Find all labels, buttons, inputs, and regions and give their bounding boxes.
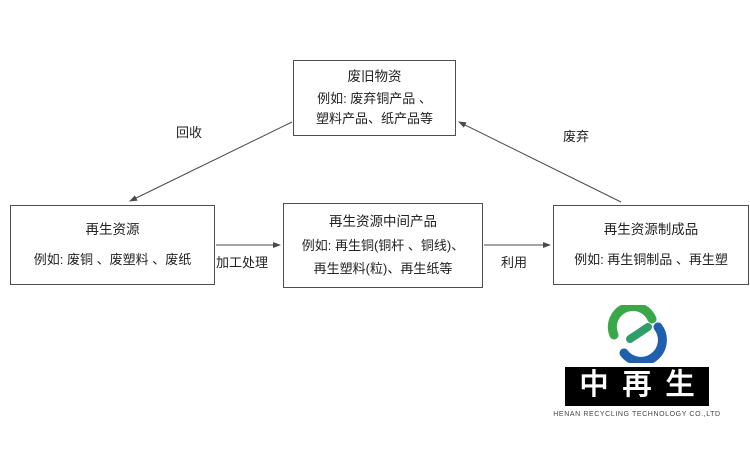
logo-subtitle: HENAN RECYCLING TECHNOLOGY CO.,LTD (553, 410, 721, 418)
box-renewable-resources: 再生资源 例如: 废铜 、废塑料 、废纸 (10, 205, 215, 285)
edge-label-use: 利用 (501, 255, 528, 270)
arrow-recycle (129, 121, 293, 202)
box-waste-materials: 废旧物资 例如: 废弃铜产品 、 塑料产品、纸产品等 (293, 60, 456, 136)
logo-wordmark: 中再生 (565, 367, 709, 406)
edge-label-process: 加工处理 (216, 255, 269, 270)
box-finished-line1: 例如: 再生铜制品 、再生塑 (574, 252, 728, 268)
box-intermediate-line1: 例如: 再生铜(铜杆 、铜线)、 (301, 238, 465, 254)
box-resource-title: 再生资源 (85, 222, 140, 238)
arrow-discard (458, 121, 622, 203)
box-intermediate-line2: 再生塑料(粒)、再生纸等 (313, 261, 453, 277)
edge-label-discard: 废弃 (563, 129, 590, 144)
box-waste-line1: 例如: 废弃铜产品 、 (317, 90, 432, 106)
box-finished-title: 再生资源制成品 (603, 222, 699, 238)
box-resource-line1: 例如: 废铜 、废塑料 、废纸 (33, 252, 192, 268)
box-finished-products: 再生资源制成品 例如: 再生铜制品 、再生塑 (553, 205, 749, 285)
box-intermediate-products: 再生资源中间产品 例如: 再生铜(铜杆 、铜线)、 再生塑料(粒)、再生纸等 (283, 203, 483, 288)
box-intermediate-title: 再生资源中间产品 (329, 214, 437, 230)
company-logo: 中再生 HENAN RECYCLING TECHNOLOGY CO.,LTD (552, 305, 722, 430)
edge-label-recycle: 回收 (176, 125, 203, 140)
recycle-swirl-icon (607, 305, 667, 363)
box-waste-title: 废旧物资 (347, 69, 402, 85)
box-waste-line2: 塑料产品、纸产品等 (315, 111, 433, 127)
